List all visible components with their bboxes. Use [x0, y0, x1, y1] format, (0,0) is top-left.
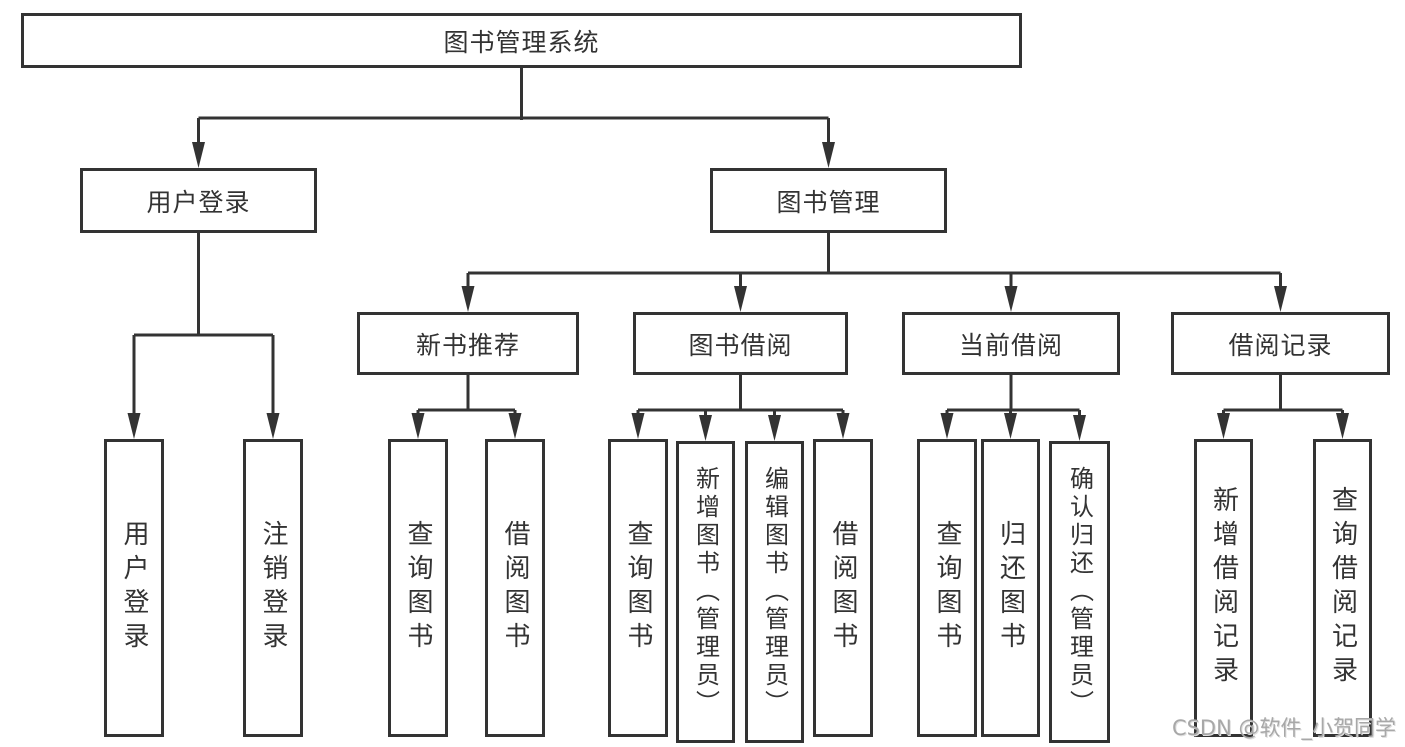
leaf-newbook-query-book: 查询图书 [388, 439, 448, 737]
node-borrow-record: 借阅记录 [1171, 312, 1390, 375]
csdn-watermark: CSDN @软件_小贺同学 [1171, 716, 1396, 740]
leaf-newbook-borrow-book: 借阅图书 [485, 439, 545, 737]
leaf-current-query-book: 查询图书 [917, 439, 977, 737]
node-user-login: 用户登录 [80, 168, 317, 233]
leaf-borrow-add-book-admin: 新增图书（管理员） [676, 441, 735, 743]
leaf-current-return-book: 归还图书 [981, 439, 1040, 737]
leaf-record-query-record: 查询借阅记录 [1313, 439, 1372, 737]
leaf-borrow-query-book: 查询图书 [608, 439, 668, 737]
node-current-borrow: 当前借阅 [902, 312, 1120, 375]
node-book-management: 图书管理 [710, 168, 947, 233]
node-book-borrow: 图书借阅 [633, 312, 848, 375]
node-library-management-system: 图书管理系统 [21, 13, 1022, 68]
leaf-record-add-record: 新增借阅记录 [1194, 439, 1253, 737]
leaf-borrow-edit-book-admin: 编辑图书（管理员） [745, 441, 804, 743]
leaf-current-confirm-return-admin: 确认归还（管理员） [1049, 441, 1110, 743]
leaf-borrow-borrow-book: 借阅图书 [813, 439, 873, 737]
leaf-logout-login: 注销登录 [243, 439, 303, 737]
node-new-book-recommend: 新书推荐 [357, 312, 579, 375]
leaf-user-login: 用户登录 [104, 439, 164, 737]
